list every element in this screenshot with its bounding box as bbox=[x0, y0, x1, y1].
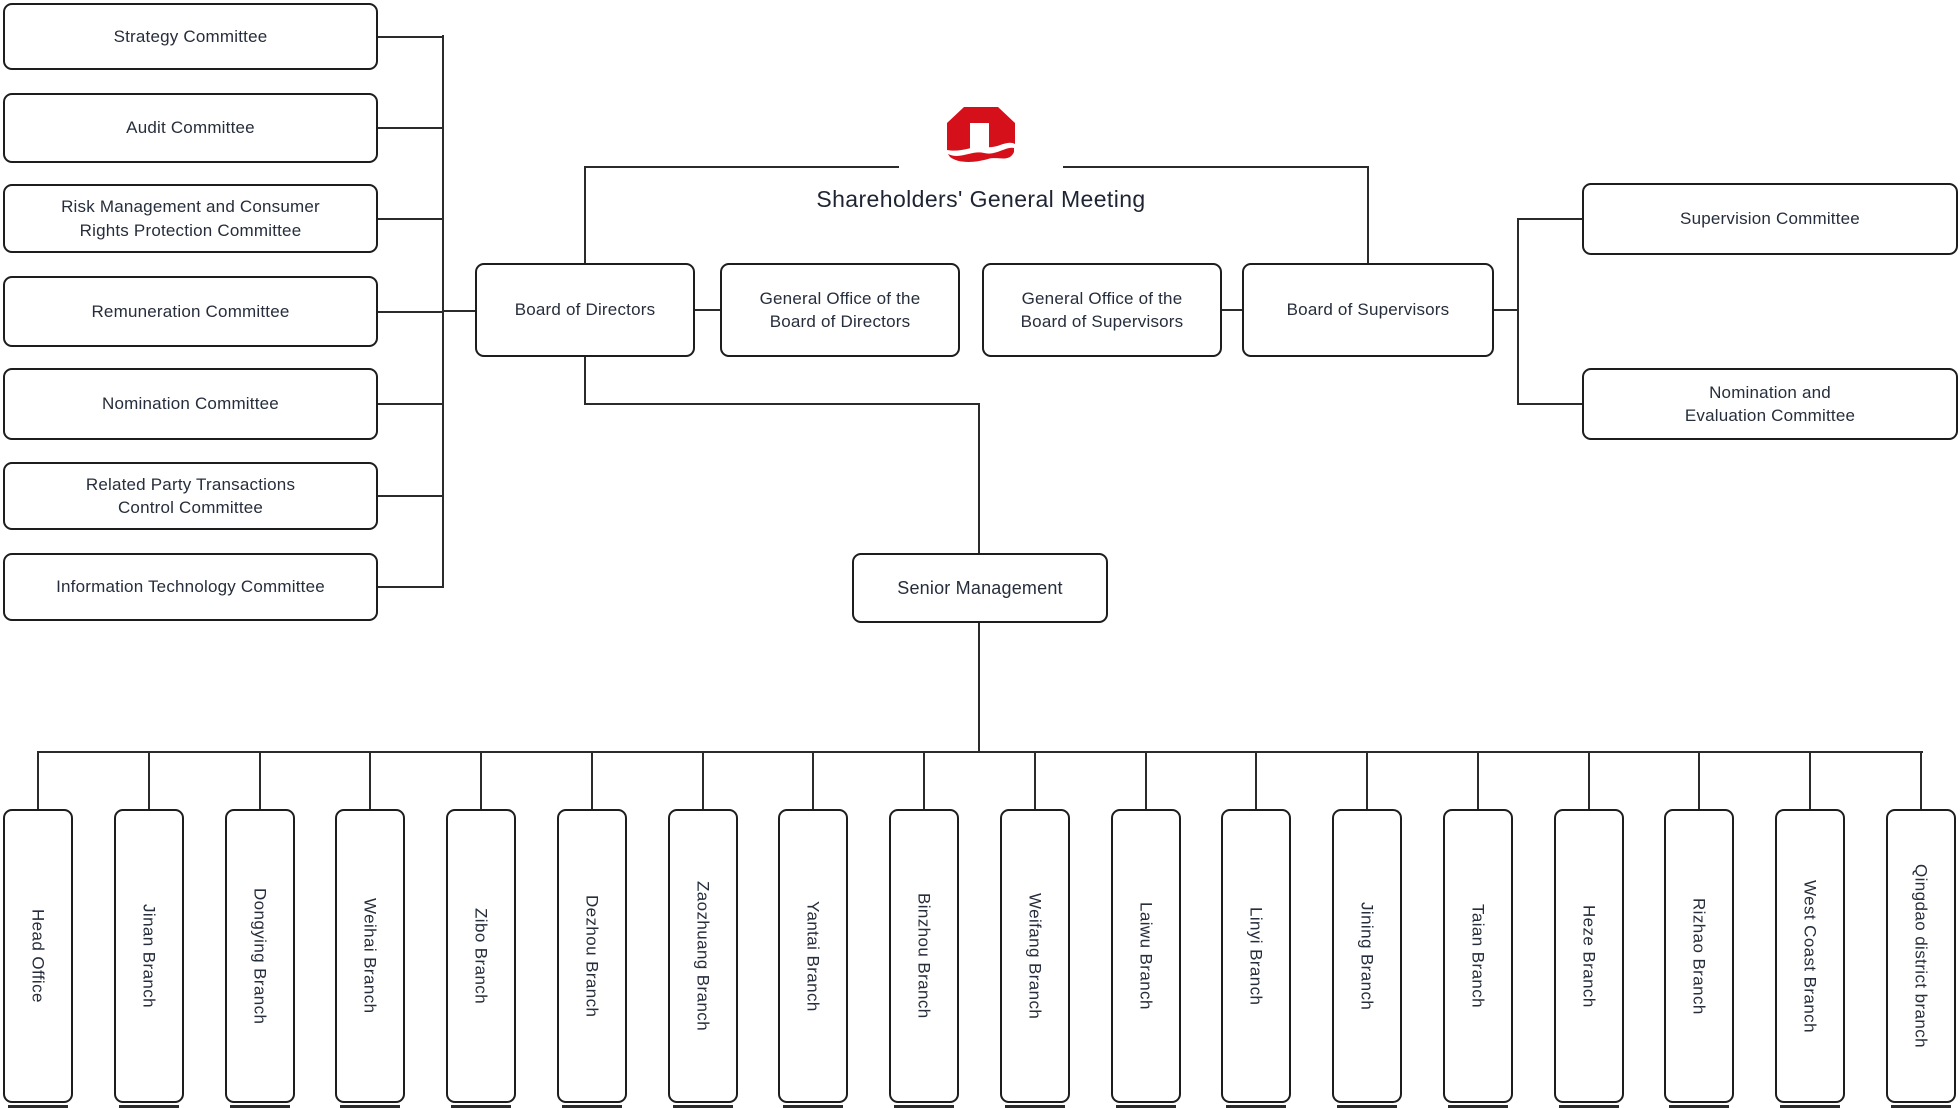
branch-node-rizhao-branch: Rizhao Branch bbox=[1664, 809, 1734, 1108]
branch-node-weihai-branch: Weihai Branch bbox=[335, 809, 405, 1108]
branch-node-heze-branch: Heze Branch bbox=[1554, 809, 1624, 1108]
title-drop-right bbox=[1367, 166, 1369, 263]
branch-label: Weihai Branch bbox=[360, 898, 380, 1014]
stub-remuneration-committee bbox=[378, 311, 442, 313]
node-information-technology-committee: Information Technology Committee bbox=[3, 553, 378, 621]
branch-node-zibo-branch: Zibo Branch bbox=[446, 809, 516, 1108]
branch-stub-14 bbox=[1588, 751, 1590, 809]
right-trunk-to-nomination bbox=[1517, 403, 1582, 405]
bod-to-senior-horizontal bbox=[584, 403, 980, 405]
bod-to-general-office bbox=[695, 309, 720, 311]
branch-stub-17 bbox=[1920, 751, 1922, 809]
branch-label: Jining Branch bbox=[1357, 901, 1377, 1011]
branch-stub-15 bbox=[1698, 751, 1700, 809]
branch-stub-10 bbox=[1145, 751, 1147, 809]
right-trunk bbox=[1517, 218, 1519, 405]
branch-stub-0 bbox=[37, 751, 39, 809]
node-nomination-committee: Nomination Committee bbox=[3, 368, 378, 440]
qilu-bank-logo-icon bbox=[947, 107, 1015, 162]
branch-stub-13 bbox=[1477, 751, 1479, 809]
stub-audit-committee bbox=[378, 127, 442, 129]
branch-stub-8 bbox=[923, 751, 925, 809]
distribution-line bbox=[37, 751, 1923, 753]
title-line-left bbox=[584, 166, 899, 168]
node-board-of-supervisors: Board of Supervisors bbox=[1242, 263, 1494, 357]
branch-stub-5 bbox=[591, 751, 593, 809]
logo-wave bbox=[948, 147, 1014, 162]
title-drop-left bbox=[584, 166, 586, 263]
branch-label: Yantai Branch bbox=[803, 900, 823, 1012]
stub-information-technology-committee bbox=[378, 586, 442, 588]
bod-down bbox=[584, 357, 586, 405]
branch-label: Taian Branch bbox=[1468, 903, 1488, 1009]
branch-label: Zibo Branch bbox=[471, 907, 491, 1005]
branch-label: Dezhou Branch bbox=[582, 894, 602, 1018]
branch-node-zaozhuang-branch: Zaozhuang Branch bbox=[668, 809, 738, 1108]
branch-node-taian-branch: Taian Branch bbox=[1443, 809, 1513, 1108]
node-board-of-directors: Board of Directors bbox=[475, 263, 695, 357]
stub-related-party-transactions-committee bbox=[378, 495, 442, 497]
branch-node-linyi-branch: Linyi Branch bbox=[1221, 809, 1291, 1108]
node-audit-committee: Audit Committee bbox=[3, 93, 378, 163]
node-senior-management: Senior Management bbox=[852, 553, 1108, 623]
stub-strategy-committee bbox=[378, 36, 442, 38]
branch-label: Jinan Branch bbox=[139, 903, 159, 1009]
senior-down bbox=[978, 621, 980, 752]
branch-node-dezhou-branch: Dezhou Branch bbox=[557, 809, 627, 1108]
logo-hole bbox=[970, 123, 989, 149]
branch-label: Weifang Branch bbox=[1025, 892, 1045, 1020]
branch-node-head-office: Head Office bbox=[3, 809, 73, 1108]
node-supervision-committee: Supervision Committee bbox=[1582, 183, 1958, 255]
general-office-to-bos bbox=[1222, 309, 1242, 311]
branch-node-yantai-branch: Yantai Branch bbox=[778, 809, 848, 1108]
branch-label: Dongying Branch bbox=[250, 887, 270, 1025]
node-strategy-committee: Strategy Committee bbox=[3, 3, 378, 70]
branch-node-jining-branch: Jining Branch bbox=[1332, 809, 1402, 1108]
title-line-right bbox=[1063, 166, 1369, 168]
stub-nomination-committee bbox=[378, 403, 442, 405]
branch-stub-4 bbox=[480, 751, 482, 809]
branch-stub-6 bbox=[702, 751, 704, 809]
trunk-to-board-of-directors bbox=[442, 310, 475, 312]
branch-label: Linyi Branch bbox=[1246, 906, 1266, 1006]
right-trunk-to-supervision bbox=[1517, 218, 1582, 220]
branch-stub-2 bbox=[259, 751, 261, 809]
branch-node-laiwu-branch: Laiwu Branch bbox=[1111, 809, 1181, 1108]
branch-node-dongying-branch: Dongying Branch bbox=[225, 809, 295, 1108]
branch-stub-7 bbox=[812, 751, 814, 809]
branch-node-weifang-branch: Weifang Branch bbox=[1000, 809, 1070, 1108]
branch-stub-1 bbox=[148, 751, 150, 809]
branch-stub-12 bbox=[1366, 751, 1368, 809]
branch-label: Zaozhuang Branch bbox=[693, 880, 713, 1032]
branch-label: Qingdao district branch bbox=[1911, 863, 1931, 1048]
node-general-office-of-board-of-supervisors: General Office of the Board of Superviso… bbox=[982, 263, 1222, 357]
branch-stub-11 bbox=[1255, 751, 1257, 809]
chart-title: Shareholders' General Meeting bbox=[816, 186, 1146, 212]
branch-stub-3 bbox=[369, 751, 371, 809]
branch-label: Binzhou Branch bbox=[914, 893, 934, 1019]
stub-risk-management-committee bbox=[378, 218, 442, 220]
branch-node-qingdao-district-branch: Qingdao district branch bbox=[1886, 809, 1956, 1108]
bos-to-right-trunk bbox=[1494, 309, 1518, 311]
branch-node-binzhou-branch: Binzhou Branch bbox=[889, 809, 959, 1108]
branch-label: Laiwu Branch bbox=[1136, 902, 1156, 1010]
node-related-party-transactions-committee: Related Party Transactions Control Commi… bbox=[3, 462, 378, 530]
branch-node-west-coast-branch: West Coast Branch bbox=[1775, 809, 1845, 1108]
senior-drop bbox=[978, 403, 980, 553]
branch-stub-16 bbox=[1809, 751, 1811, 809]
node-general-office-of-board-of-directors: General Office of the Board of Directors bbox=[720, 263, 960, 357]
node-nomination-and-evaluation-committee: Nomination and Evaluation Committee bbox=[1582, 368, 1958, 440]
branch-node-jinan-branch: Jinan Branch bbox=[114, 809, 184, 1108]
branch-label: Head Office bbox=[28, 909, 48, 1003]
node-remuneration-committee: Remuneration Committee bbox=[3, 276, 378, 347]
node-risk-management-committee: Risk Management and Consumer Rights Prot… bbox=[3, 184, 378, 253]
branch-label: Heze Branch bbox=[1579, 904, 1599, 1008]
branch-label: West Coast Branch bbox=[1800, 879, 1820, 1033]
branch-stub-9 bbox=[1034, 751, 1036, 809]
branch-label: Rizhao Branch bbox=[1689, 897, 1709, 1015]
